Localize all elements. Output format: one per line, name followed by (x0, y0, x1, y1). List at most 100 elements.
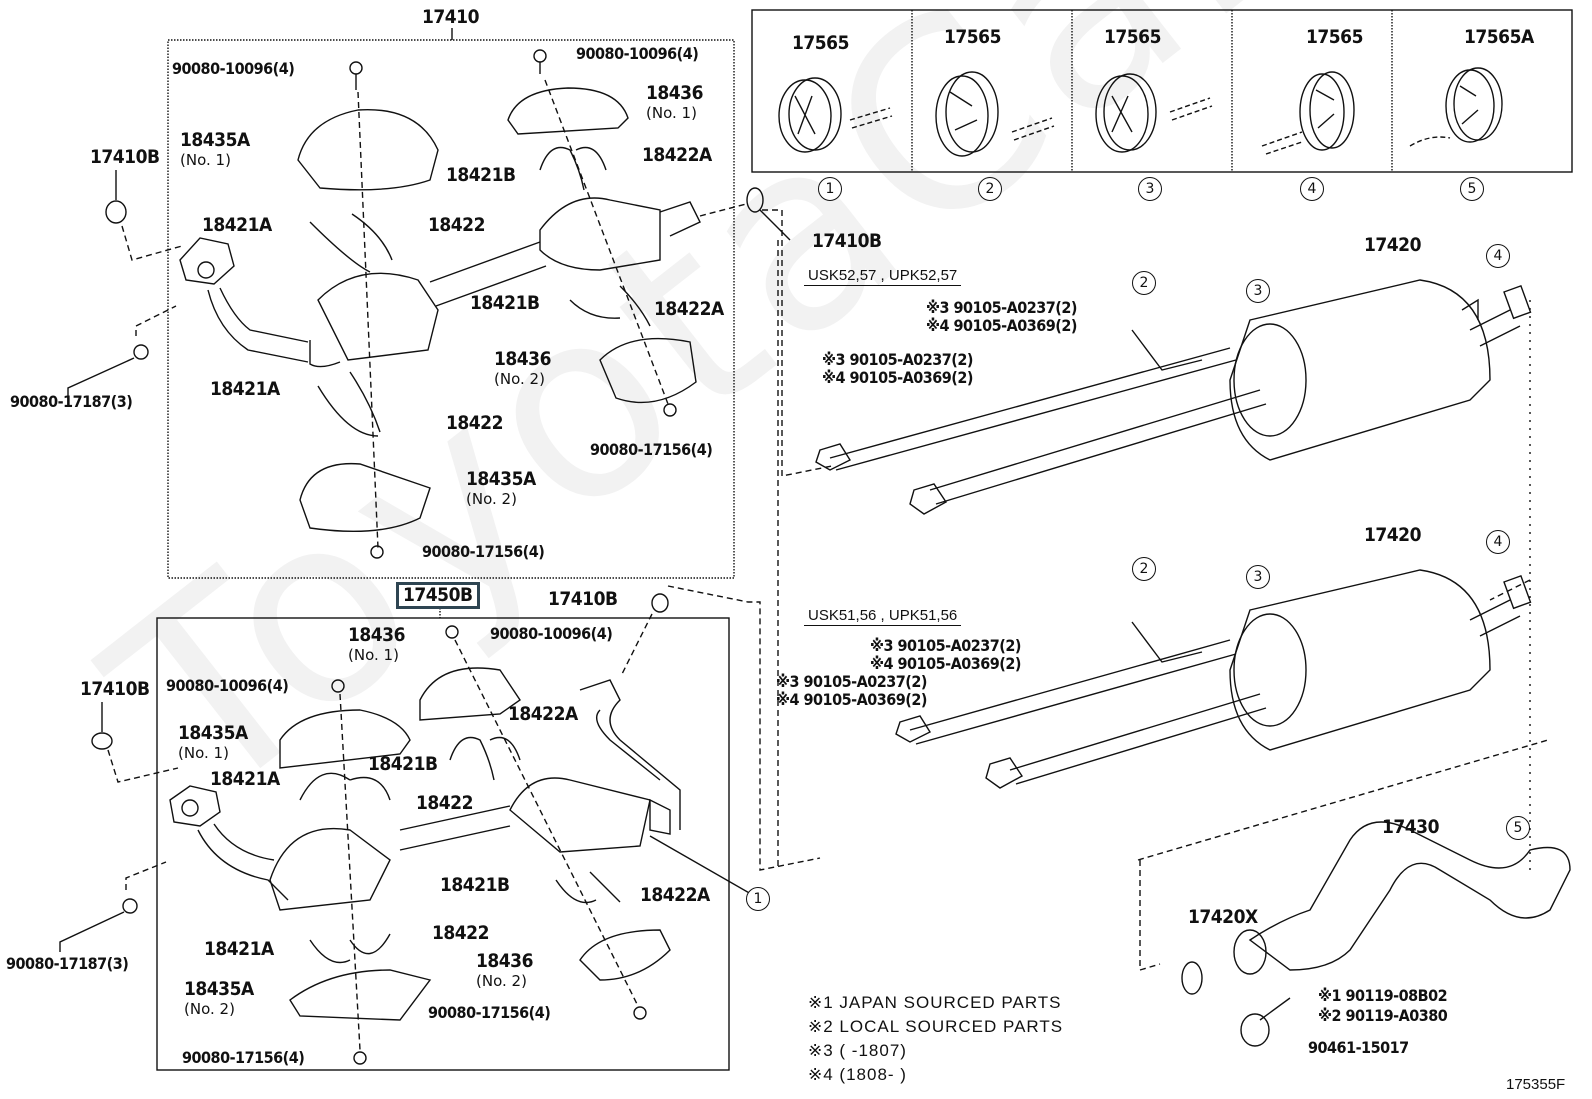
lower-bolt-left (331, 679, 345, 693)
lower-muffler-part[interactable]: 17420 (1364, 524, 1421, 546)
upper-bolt-right (533, 49, 547, 63)
upper-18421B-mid-label[interactable]: 18421B (470, 292, 540, 314)
lower-18422A-bot-label[interactable]: 18422A (640, 884, 710, 906)
lower-18436-no2-label[interactable]: 18436 (476, 950, 533, 972)
hanger-ref-5: 5 (1460, 177, 1484, 201)
lower-muffler-bolt-b1[interactable]: ※3 90105-A0237(2) (776, 672, 927, 691)
upper-assembly-part-number[interactable]: 17410 (422, 6, 479, 28)
lower-18436-no2-sub: (No. 2) (476, 972, 527, 990)
tail-pipe-callout-5: 5 (1506, 816, 1530, 840)
lower-muffler-bolt-b2[interactable]: ※4 90105-A0369(2) (776, 690, 927, 709)
upper-muffler-bolt-a2[interactable]: ※4 90105-A0369(2) (926, 316, 1077, 335)
upper-insulator-18436-no1 (507, 87, 629, 135)
lower-clamp-18421A-bot (309, 933, 391, 964)
lower-18422-top-label[interactable]: 18422 (416, 792, 473, 814)
upper-clamp-18421B-mid (569, 285, 651, 327)
upper-muffler-bolt-b1[interactable]: ※3 90105-A0237(2) (822, 350, 973, 369)
lower-nut-left-shape (122, 898, 138, 914)
lower-muffler-callout-4: 4 (1486, 530, 1510, 554)
lower-18421B-top-label[interactable]: 18421B (368, 753, 438, 775)
callout-1-lower[interactable]: 1 (746, 887, 770, 911)
upper-18435A-no2-sub: (No. 2) (466, 490, 517, 508)
upper-18421B-top-label[interactable]: 18421B (446, 164, 516, 186)
upper-gasket-left-label[interactable]: 17410B (90, 146, 160, 168)
legend-note-3: ※3 ( -1807) (808, 1041, 907, 1060)
tail-pipe-bolt-2[interactable]: ※2 90119-A0380 (1318, 1006, 1448, 1025)
upper-muffler-bolt-b2[interactable]: ※4 90105-A0369(2) (822, 368, 973, 387)
hanger-table-frame (751, 9, 1573, 173)
tail-pipe-clamp[interactable]: 90461-15017 (1308, 1038, 1409, 1057)
hanger-rubber-4 (1261, 71, 1355, 155)
lower-18421B-bot-label[interactable]: 18421B (440, 874, 510, 896)
upper-bolt-left-label[interactable]: 90080-10096(4) (172, 59, 295, 78)
upper-nut-bottom (370, 545, 384, 559)
upper-18435A-no1-sub: (No. 1) (180, 151, 231, 169)
upper-gasket-right (746, 187, 764, 213)
lower-gasket-left-label[interactable]: 17410B (80, 678, 150, 700)
lower-18421A-top-label[interactable]: 18421A (210, 768, 280, 790)
upper-18421A-bot-label[interactable]: 18421A (210, 378, 280, 400)
upper-nut-left-shape (133, 344, 149, 360)
tail-pipe-bolt-1[interactable]: ※1 90119-08B02 (1318, 986, 1448, 1005)
lower-assembly-part-number[interactable]: 17450B (403, 584, 473, 606)
lower-muffler-callout-2: 2 (1132, 557, 1156, 581)
upper-18422A-mid-label[interactable]: 18422A (654, 298, 724, 320)
upper-18421A-top-label[interactable]: 18421A (202, 214, 272, 236)
upper-nut-left-label[interactable]: 90080-17187(3) (10, 392, 133, 411)
lower-bolt-left-label[interactable]: 90080-10096(4) (166, 676, 289, 695)
lower-insulator-18435A-no1 (279, 709, 411, 769)
upper-nut-bottom-label[interactable]: 90080-17156(4) (422, 542, 545, 561)
tail-pipe-part[interactable]: 17430 (1382, 816, 1439, 838)
upper-clamp-18421B-top (539, 146, 607, 191)
lower-18435A-no1-label[interactable]: 18435A (178, 722, 248, 744)
lower-18435A-no1-sub: (No. 1) (178, 744, 229, 762)
upper-muffler-callout-3: 3 (1246, 279, 1270, 303)
lower-bolt-top-label[interactable]: 90080-10096(4) (490, 624, 613, 643)
lower-front-pipe (169, 679, 681, 911)
upper-18422-top-label[interactable]: 18422 (428, 214, 485, 236)
hanger-rubber-3 (1095, 73, 1213, 153)
lower-muffler-bolt-a1[interactable]: ※3 90105-A0237(2) (870, 636, 1021, 655)
lower-muffler-callout-3: 3 (1246, 565, 1270, 589)
hanger-5-part[interactable]: 17565A (1464, 26, 1534, 48)
lower-clamp-18421B-top (449, 736, 521, 781)
upper-18435A-no1-label[interactable]: 18435A (180, 129, 250, 151)
lower-assembly-highlight[interactable]: 17450B (396, 582, 480, 609)
lower-assembly-frame (156, 617, 730, 1071)
hanger-3-part[interactable]: 17565 (1104, 26, 1161, 48)
hanger-1-part[interactable]: 17565 (792, 32, 849, 54)
lower-muffler-bolt-a2[interactable]: ※4 90105-A0369(2) (870, 654, 1021, 673)
upper-bolt-right-label[interactable]: 90080-10096(4) (576, 44, 699, 63)
lower-gasket-top-label[interactable]: 17410B (548, 588, 618, 610)
upper-assembly-frame (167, 39, 735, 579)
legend-note-2: ※2 LOCAL SOURCED PARTS (808, 1017, 1064, 1036)
upper-muffler-part[interactable]: 17420 (1364, 234, 1421, 256)
upper-clamp-18421A-top (309, 213, 393, 273)
lower-18422A-top-label[interactable]: 18422A (508, 703, 578, 725)
upper-gasket-right-label[interactable]: 17410B (812, 230, 882, 252)
hanger-4-part[interactable]: 17565 (1306, 26, 1363, 48)
diagram-id: 175355F (1506, 1076, 1566, 1093)
upper-18422A-top-label[interactable]: 18422A (642, 144, 712, 166)
tail-pipe-gasket[interactable]: 17420X (1188, 906, 1258, 928)
upper-18436-no1-label[interactable]: 18436 (646, 82, 703, 104)
lower-18422-bot-label[interactable]: 18422 (432, 922, 489, 944)
lower-18435A-no2-label[interactable]: 18435A (184, 978, 254, 1000)
lower-18421A-bot-label[interactable]: 18421A (204, 938, 274, 960)
lower-18436-no1-label[interactable]: 18436 (348, 624, 405, 646)
upper-18436-no1-sub: (No. 1) (646, 104, 697, 122)
upper-18435A-no2-label[interactable]: 18435A (466, 468, 536, 490)
upper-18436-no2-label[interactable]: 18436 (494, 348, 551, 370)
hanger-ref-3: 3 (1138, 177, 1162, 201)
upper-clamp-18421A-bot (317, 371, 381, 437)
upper-muffler-bolt-a1[interactable]: ※3 90105-A0237(2) (926, 298, 1077, 317)
lower-bolt-top (445, 625, 459, 639)
lower-nut-left-label[interactable]: 90080-17187(3) (6, 954, 129, 973)
lower-nut-right-label[interactable]: 90080-17156(4) (428, 1003, 551, 1022)
legend-note-4: ※4 (1808- ) (808, 1065, 907, 1084)
upper-nut-right-label[interactable]: 90080-17156(4) (590, 440, 713, 459)
upper-18422-bot-label[interactable]: 18422 (446, 412, 503, 434)
hanger-2-part[interactable]: 17565 (944, 26, 1001, 48)
lower-nut-bottom-label[interactable]: 90080-17156(4) (182, 1048, 305, 1067)
